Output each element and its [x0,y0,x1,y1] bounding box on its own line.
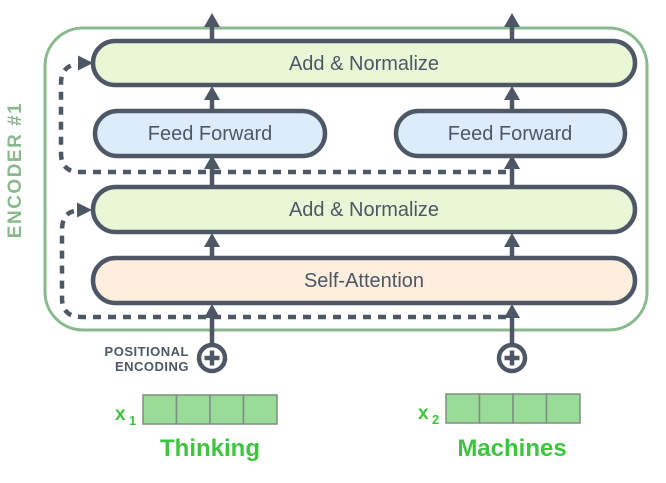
up-arrowhead-icon [504,155,520,169]
feed-forward-right-box: Feed Forward [393,108,628,159]
feed-forward-left-box: Feed Forward [92,108,328,159]
up-arrowhead-icon [504,13,520,27]
right-arrowhead-icon [78,55,93,71]
box-shape [393,108,628,159]
token-label-x2: x [418,403,429,424]
ff-to-addnorm-arrow-left [204,86,220,111]
up-arrowhead-icon [504,304,520,318]
encoder-output-arrow-left [204,13,220,41]
up-arrowhead-icon [504,233,520,247]
box-shape [92,108,328,159]
residual-connection-lower [59,202,506,320]
add-normalize-bottom-box: Add & Normalize [90,184,638,235]
input-to-selfattn-arrow-right [504,304,520,343]
positional-encoding-label-line1: POSITIONAL [105,344,189,359]
up-arrowhead-icon [504,86,520,100]
box-label: Add & Normalize [289,199,439,221]
encoder-label: ENCODER #1 [5,102,26,238]
box-label: Self-Attention [304,270,424,292]
residual-connection-upper [58,55,506,175]
token-label-x1: x [115,404,126,425]
token-vector-x2 [445,393,581,424]
box-label: Feed Forward [448,123,573,145]
right-arrowhead-icon [77,202,92,218]
self-attention-box: Self-Attention [90,255,638,306]
up-arrowhead-icon [204,13,220,27]
positional-encoding-label-line2: ENCODING [115,359,189,374]
vector-cell [142,394,178,425]
box-shape [90,184,638,235]
box-shape [90,255,638,306]
token-word-machines: Machines [457,435,566,462]
vector-cell [512,393,548,424]
box-label: Add & Normalize [289,53,439,75]
vector-cell [209,394,245,425]
token-vector-x1 [142,394,278,425]
selfattn-to-addnorm-arrow-right [504,233,520,258]
addnorm-to-ff-arrow-right [504,155,520,187]
dashed-path-icon [59,208,506,320]
vector-cell [175,394,211,425]
token-label-x2-subscript: 2 [432,412,439,427]
up-arrowhead-icon [204,304,220,318]
input-to-selfattn-arrow-left [204,304,220,343]
encoder-output-arrow-right [504,13,520,41]
up-arrowhead-icon [204,155,220,169]
addnorm-to-ff-arrow-left [204,155,220,187]
ff-to-addnorm-arrow-right [504,86,520,111]
vector-cell [478,393,514,424]
encoder-container-border [43,26,649,332]
vector-cell [242,394,278,425]
box-label: Feed Forward [148,123,273,145]
token-word-thinking: Thinking [160,435,260,462]
add-normalize-top-box: Add & Normalize [90,38,638,88]
box-shape [90,38,638,88]
up-arrowhead-icon [204,233,220,247]
plus-circle-icon-left [196,342,228,374]
token-label-x1-subscript: 1 [129,413,136,428]
selfattn-to-addnorm-arrow-left [204,233,220,258]
up-arrowhead-icon [204,86,220,100]
vector-cell [545,393,581,424]
vector-cell [445,393,481,424]
dashed-path-icon [58,61,506,175]
plus-circle-icon-right [496,342,528,374]
